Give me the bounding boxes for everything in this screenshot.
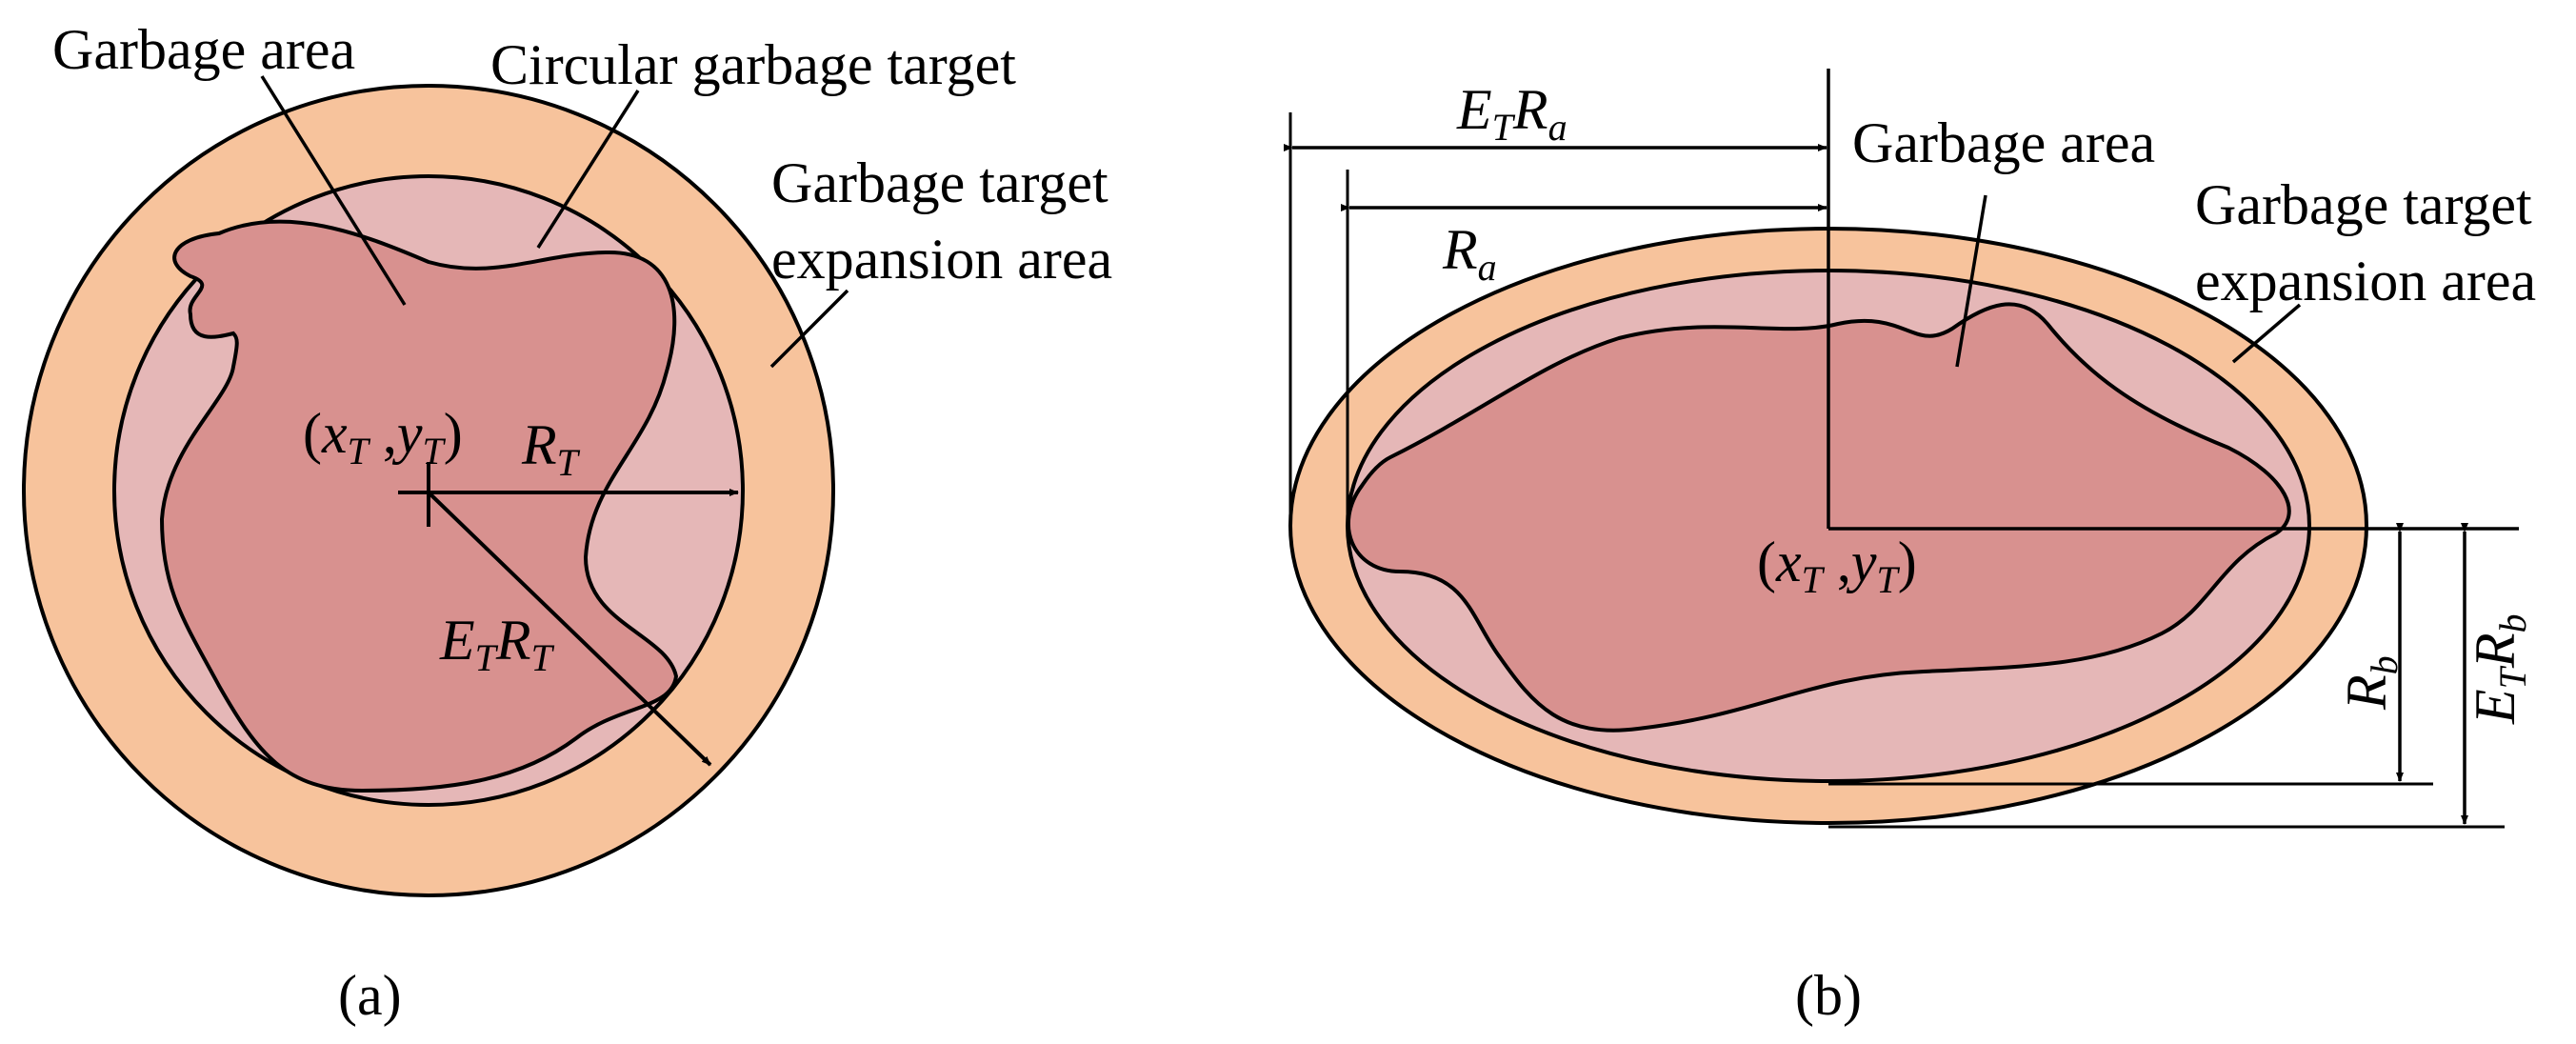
expanded-radius-label-a: ETRT bbox=[439, 609, 555, 679]
expanded-semi-major-label: ETRa bbox=[1456, 78, 1568, 149]
label-expansion-area-b-line1: Garbage target bbox=[2195, 173, 2532, 236]
garbage-area-blob-a bbox=[159, 219, 679, 793]
label-circular-target: Circular garbage target bbox=[490, 33, 1016, 96]
center-label-b: (xT ,yT) bbox=[1757, 531, 1917, 601]
leader-line-circular-target bbox=[536, 90, 640, 249]
label-expansion-area-a-line2: expansion area bbox=[771, 228, 1112, 291]
label-expansion-area-a-line1: Garbage target bbox=[771, 151, 1108, 214]
panel-b: Garbage area Garbage target expansion ar… bbox=[1284, 69, 2536, 1027]
semi-minor-label: Rb bbox=[2335, 655, 2406, 711]
panel-a: Garbage area Circular garbage target Gar… bbox=[22, 18, 1112, 1027]
expanded-radius-arrow-a bbox=[427, 491, 712, 767]
caption-b: (b) bbox=[1795, 964, 1862, 1027]
caption-a: (a) bbox=[338, 964, 402, 1027]
leader-line-expansion-area-b bbox=[2231, 303, 2302, 364]
expanded-semi-minor-label: ETRb bbox=[2464, 613, 2534, 725]
label-expansion-area-b-line2: expansion area bbox=[2195, 250, 2536, 312]
leader-line-garbage-area-b bbox=[1955, 194, 1987, 368]
radius-label-a: RT bbox=[521, 413, 581, 484]
label-garbage-area-b: Garbage area bbox=[1852, 111, 2155, 174]
semi-major-label: Ra bbox=[1442, 218, 1497, 289]
leader-line-expansion-area-a bbox=[769, 289, 849, 369]
leader-line-garbage-area-a bbox=[260, 75, 407, 306]
label-garbage-area-a: Garbage area bbox=[52, 18, 355, 81]
center-label-a: (xT ,yT) bbox=[303, 402, 463, 472]
